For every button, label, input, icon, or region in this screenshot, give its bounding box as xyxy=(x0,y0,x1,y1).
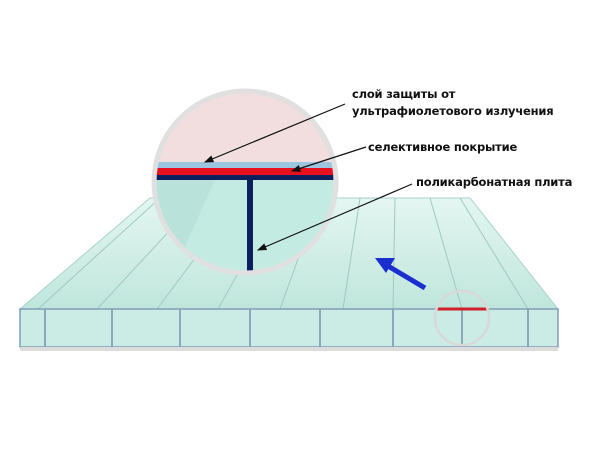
label-uv-layer-line1: слой защиты от xyxy=(352,87,456,101)
pointer-uv-layer xyxy=(203,103,346,163)
pointer-polycarbonate xyxy=(256,183,413,251)
sheet-shadow xyxy=(20,347,558,351)
pointer-selective-coating xyxy=(290,146,367,172)
label-uv-layer-line2: ультрафиолетового излучения xyxy=(352,104,554,118)
small-magnifier-circle xyxy=(433,289,491,347)
label-selective-coating: селективное покрытие xyxy=(368,140,518,154)
big-magnifier-circle xyxy=(151,88,339,276)
blue-arrow-icon xyxy=(375,258,427,291)
sheet-front-face xyxy=(19,308,559,348)
label-polycarbonate-sheet: поликарбонатная плита xyxy=(416,175,573,189)
label-uv-layer: слой защиты от ультрафиолетового излучен… xyxy=(352,86,554,120)
sheet-cell-walls xyxy=(44,309,529,347)
